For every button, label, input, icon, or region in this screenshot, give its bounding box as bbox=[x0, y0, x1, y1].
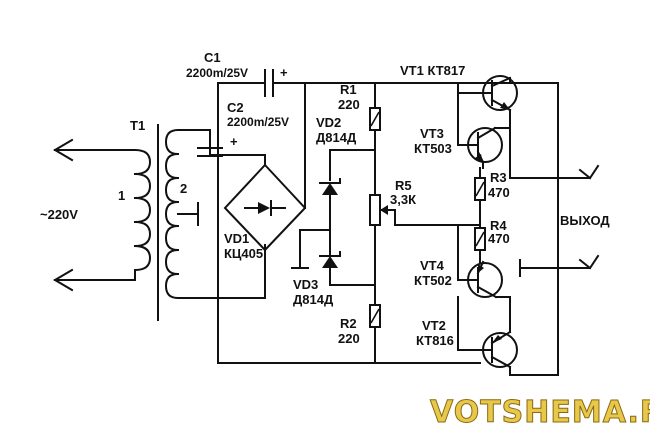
label-vt4: VT4 bbox=[420, 258, 445, 273]
watermark-logo: VOTSHEMA.RU bbox=[430, 395, 650, 430]
label-c2-plus: + bbox=[230, 134, 238, 149]
label-r2-value: 220 bbox=[338, 331, 360, 346]
label-r1: R1 bbox=[340, 82, 357, 97]
label-r3-value: 470 bbox=[488, 185, 510, 200]
label-winding-1: 1 bbox=[118, 188, 125, 203]
capacitor-c1 bbox=[217, 69, 559, 97]
label-c1-value: 2200m/25V bbox=[186, 66, 248, 80]
label-vt3-type: КТ503 bbox=[414, 141, 452, 156]
label-r5: R5 bbox=[395, 178, 412, 193]
label-vt4-type: КТ502 bbox=[414, 273, 452, 288]
label-r5-value: 3,3К bbox=[390, 192, 416, 207]
output-bottom-wire bbox=[509, 366, 559, 376]
output-terminal-top bbox=[557, 164, 600, 180]
transistor-vt3 bbox=[457, 92, 511, 169]
resistor-r1 bbox=[369, 82, 381, 196]
resistor-r4 bbox=[474, 227, 486, 263]
label-output: ВЫХОД bbox=[560, 213, 610, 228]
output-terminal-bottom bbox=[519, 254, 600, 277]
label-t1: T1 bbox=[130, 118, 145, 133]
label-winding-2: 2 bbox=[180, 181, 187, 196]
transistor-vt1 bbox=[457, 75, 518, 112]
resistor-r3 bbox=[474, 167, 486, 229]
mains-input-arrows bbox=[53, 138, 136, 292]
label-c2: C2 bbox=[227, 100, 244, 115]
label-vt2-type: КТ816 bbox=[416, 333, 454, 348]
label-vd2: VD2 bbox=[316, 115, 341, 130]
resistor-r2 bbox=[369, 304, 381, 364]
label-mains-voltage: ~220V bbox=[40, 207, 78, 222]
diode-bridge-vd1 bbox=[209, 82, 307, 252]
label-c2-value: 2200m/25V bbox=[227, 115, 289, 129]
label-vt3: VT3 bbox=[420, 126, 444, 141]
label-r3: R3 bbox=[490, 170, 507, 185]
transistor-vt4 bbox=[457, 224, 511, 299]
label-vd2-type: Д814Д bbox=[316, 130, 357, 145]
label-vd3: VD3 bbox=[293, 277, 318, 292]
label-c1: C1 bbox=[204, 50, 221, 65]
label-r1-value: 220 bbox=[338, 97, 360, 112]
potentiometer-r5 bbox=[369, 194, 481, 306]
transistor-vt2 bbox=[457, 296, 518, 369]
label-vd1-type: КЦ405 bbox=[224, 246, 263, 261]
label-r2: R2 bbox=[340, 316, 357, 331]
label-vd1: VD1 bbox=[224, 231, 249, 246]
label-c1-plus: + bbox=[280, 65, 288, 80]
label-vd3-type: Д814Д bbox=[293, 292, 334, 307]
label-vt1: VT1 КТ817 bbox=[400, 63, 465, 78]
label-vt2: VT2 bbox=[422, 318, 446, 333]
label-r4-value: 470 bbox=[488, 231, 510, 246]
label-r4: R4 bbox=[490, 218, 507, 233]
